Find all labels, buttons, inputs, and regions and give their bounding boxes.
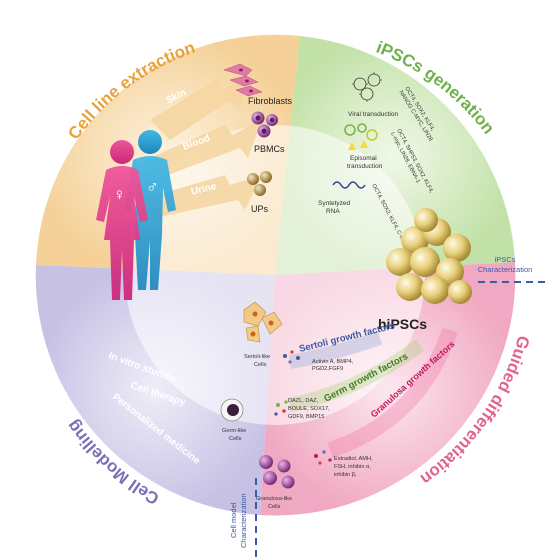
female-figure [96, 140, 148, 300]
model-char-2: Characterization [239, 493, 248, 548]
viral-icon [352, 72, 382, 102]
sertoli-dots [283, 350, 300, 364]
method-rna-1: Syntetyzed [318, 200, 351, 207]
cell-pbmcs: PBMCs [254, 144, 285, 154]
granulosa-cell-label-2: Cells [268, 504, 281, 510]
model-char-1: Cell model [229, 502, 238, 538]
svg-text:inhibin β,: inhibin β, [334, 472, 357, 478]
germ-dots [274, 400, 288, 416]
female-symbol: ♀ [113, 185, 126, 204]
method-episomal-1: Episomal [350, 155, 377, 162]
granulosa-band [327, 327, 458, 458]
germ-cell-icon [220, 398, 244, 422]
svg-text:Estradiol, AMH,: Estradiol, AMH, [334, 456, 373, 462]
svg-text:BOULE, SOX17,: BOULE, SOX17, [288, 406, 330, 412]
center-label: hiPSCs [378, 316, 427, 332]
svg-text:GDF9, BMP15: GDF9, BMP15 [288, 414, 324, 420]
pbmc-icon [251, 111, 278, 138]
sertoli-cell-label-1: Sertoli-like [244, 354, 270, 360]
sertoli-cell-label-2: Cells [254, 362, 267, 368]
granulosa-cell-label-1: Granulosa-like [256, 496, 292, 502]
method-episomal-2: transduction [347, 163, 383, 170]
gf-germ-list: DAZL, DAZ, BOULE, SOX17, GDF9, BMP15 [288, 398, 330, 420]
germ-cell-label-1: Germ-like [222, 428, 246, 434]
method-rna-2: RNA [326, 208, 340, 215]
method-viral: Viral transduction [348, 111, 398, 118]
svg-text:FSH, inhibin α,: FSH, inhibin α, [334, 464, 371, 470]
granulosa-dots [314, 450, 332, 465]
sertoli-cells-icon [243, 301, 283, 343]
gf-sertoli-list: Activin A, BMP4, PGD2,FGF9 [312, 359, 354, 372]
hipsc-cluster [386, 208, 472, 304]
ipsc-char-1: iPSCs [495, 255, 516, 264]
episomal-icon [344, 123, 378, 150]
rna-icon [332, 181, 366, 189]
ups-icon [247, 171, 272, 196]
germ-cell-label-2: Cells [229, 436, 242, 442]
male-symbol: ♂ [146, 177, 159, 196]
svg-text:PGD2,FGF9: PGD2,FGF9 [312, 366, 343, 372]
fibroblast-icon [223, 63, 263, 97]
svg-text:DAZL, DAZ,: DAZL, DAZ, [288, 398, 319, 404]
cell-ups: UPs [251, 204, 269, 214]
germ-band [288, 339, 425, 412]
gf-granulosa-list: Estradiol, AMH, FSH, inhibin α, inhibin … [334, 456, 373, 478]
granulosa-cells-icon [259, 455, 295, 489]
svg-text:Activin A, BMP4,: Activin A, BMP4, [312, 359, 354, 365]
sertoli-band [288, 331, 383, 369]
ipsc-char-2: Characterization [478, 265, 533, 274]
cell-fibroblasts: Fibroblasts [248, 96, 293, 106]
